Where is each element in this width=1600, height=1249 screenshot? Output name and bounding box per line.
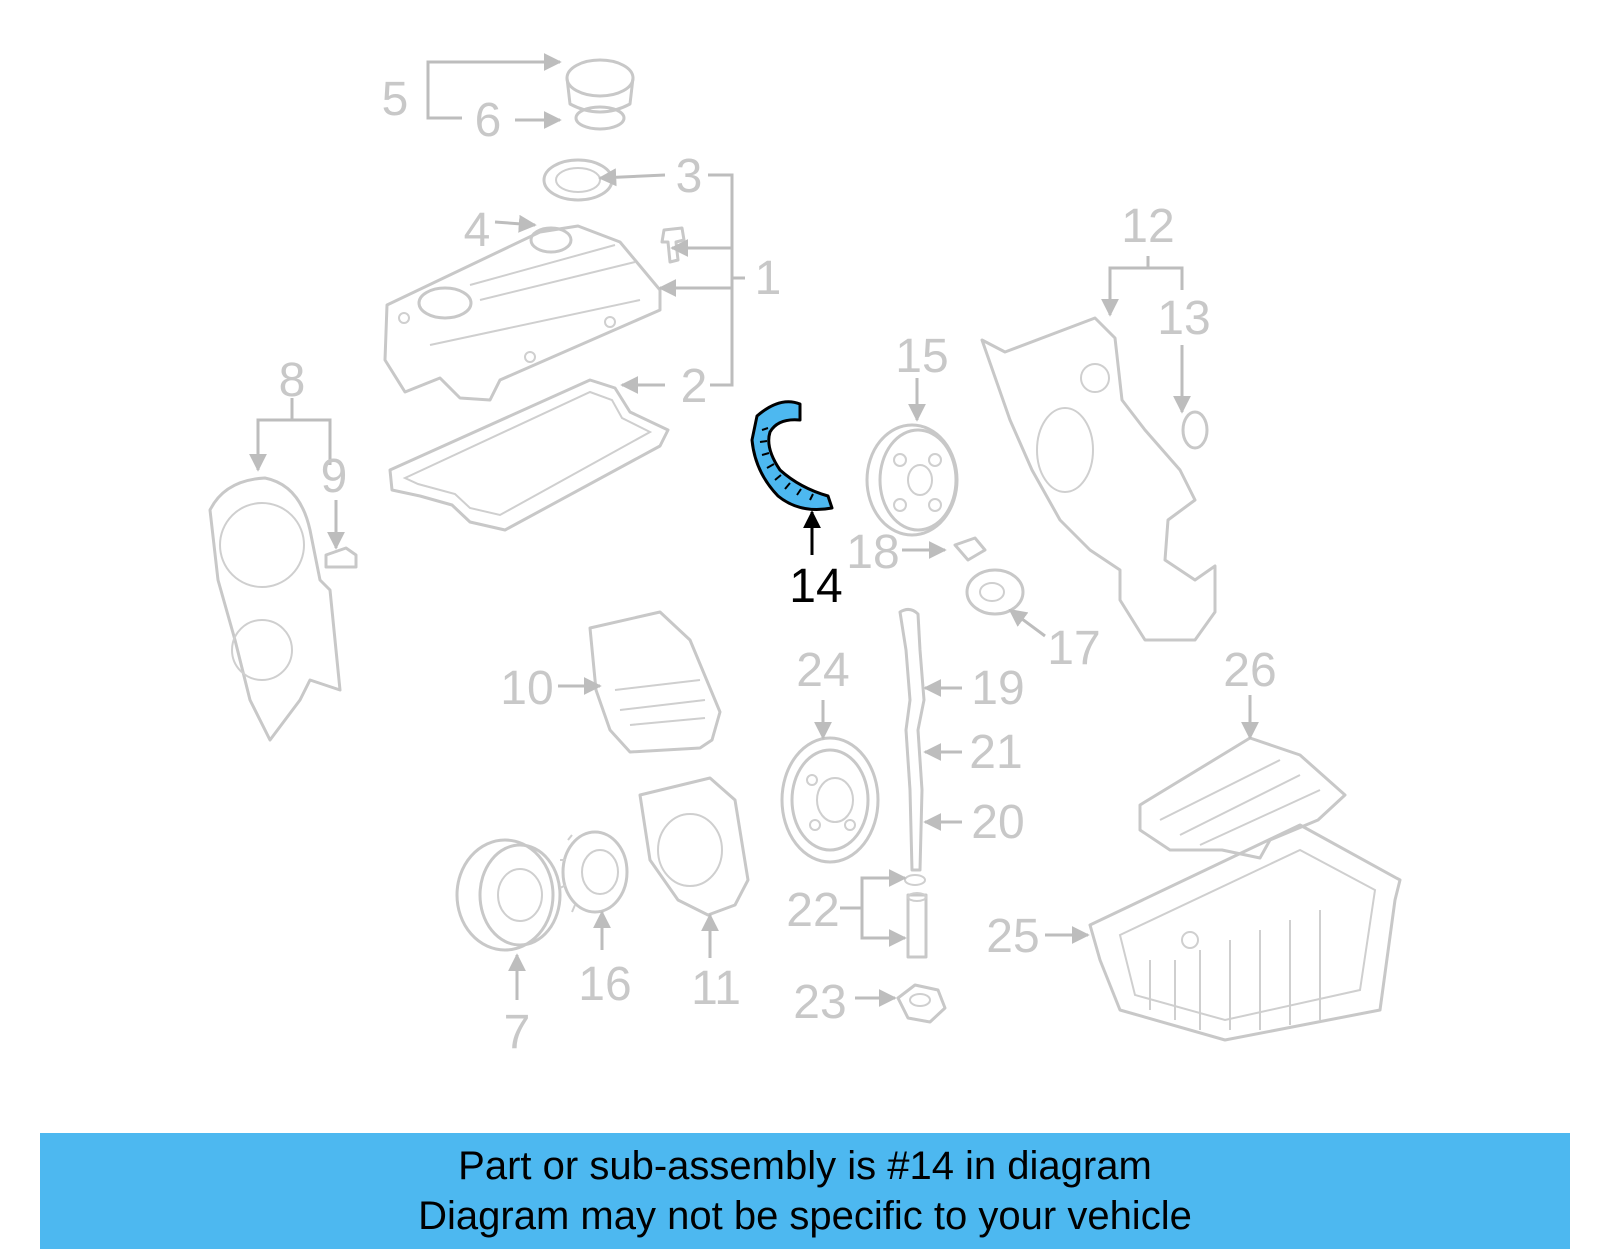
- callout-16: 16: [578, 958, 631, 1011]
- callout-1: 1: [755, 252, 782, 305]
- camshaft-sprocket: [865, 423, 959, 537]
- valve-cover-gasket: [388, 378, 670, 532]
- oil-pan: [1088, 823, 1402, 1042]
- crankshaft-pulley: [455, 838, 562, 952]
- callout-23: 23: [793, 976, 846, 1029]
- part-info-banner: Part or sub-assembly is #14 in diagram D…: [40, 1133, 1570, 1249]
- oil-dipstick-tube: [898, 607, 928, 959]
- timing-cover-clip: [324, 546, 358, 569]
- valve-cover: [383, 224, 662, 402]
- rear-timing-cover: [638, 776, 750, 917]
- leader-lines: [249, 53, 1259, 1007]
- callout-labels: 1 2 3 4 5 6 7 8 9 10 11 12 13 14 15 16 1…: [279, 73, 1277, 1059]
- callout-2: 2: [681, 360, 708, 413]
- callout-9: 9: [321, 450, 348, 503]
- callout-22: 22: [786, 884, 839, 937]
- cover-bolt: [660, 226, 686, 264]
- callout-25: 25: [986, 910, 1039, 963]
- cover-grommet: [1181, 410, 1209, 450]
- flywheel-ring-gear: [780, 736, 880, 864]
- tensioner-bolt: [953, 536, 987, 562]
- callout-4: 4: [464, 204, 491, 257]
- callout-18: 18: [846, 526, 899, 579]
- lower-timing-cover: [208, 476, 342, 742]
- callout-10: 10: [500, 662, 553, 715]
- callout-26: 26: [1223, 644, 1276, 697]
- part-reference-text: Part or sub-assembly is #14 in diagram: [458, 1144, 1152, 1188]
- vehicle-disclaimer-text: Diagram may not be specific to your vehi…: [418, 1194, 1192, 1238]
- callout-11: 11: [691, 962, 741, 1015]
- callout-12: 12: [1121, 200, 1174, 253]
- crankshaft-sprocket: [559, 830, 629, 914]
- callout-15: 15: [895, 330, 948, 383]
- callout-24: 24: [796, 644, 849, 697]
- callout-19: 19: [971, 662, 1024, 715]
- callout-14: 14: [789, 560, 842, 613]
- callout-8: 8: [279, 354, 306, 407]
- timing-belt-guide-highlighted: [750, 400, 834, 511]
- callout-7: 7: [504, 1006, 531, 1059]
- middle-timing-cover: [588, 610, 722, 754]
- oil-pan-baffle: [1138, 736, 1347, 860]
- idler-pulley: [965, 568, 1025, 616]
- oil-filler-cap: [565, 58, 635, 131]
- upper-timing-cover: [980, 316, 1217, 642]
- callout-13: 13: [1157, 292, 1210, 345]
- callout-20: 20: [971, 796, 1024, 849]
- oil-drain-plug: [896, 983, 947, 1024]
- callout-3: 3: [676, 150, 703, 203]
- parts-diagram: 1 2 3 4 5 6 7 8 9 10 11 12 13 14 15 16 1…: [208, 53, 1402, 1059]
- filler-neck-seal: [542, 158, 614, 202]
- callout-5: 5: [382, 73, 409, 126]
- callout-21: 21: [969, 726, 1022, 779]
- callout-17: 17: [1047, 622, 1100, 675]
- callout-6: 6: [475, 94, 502, 147]
